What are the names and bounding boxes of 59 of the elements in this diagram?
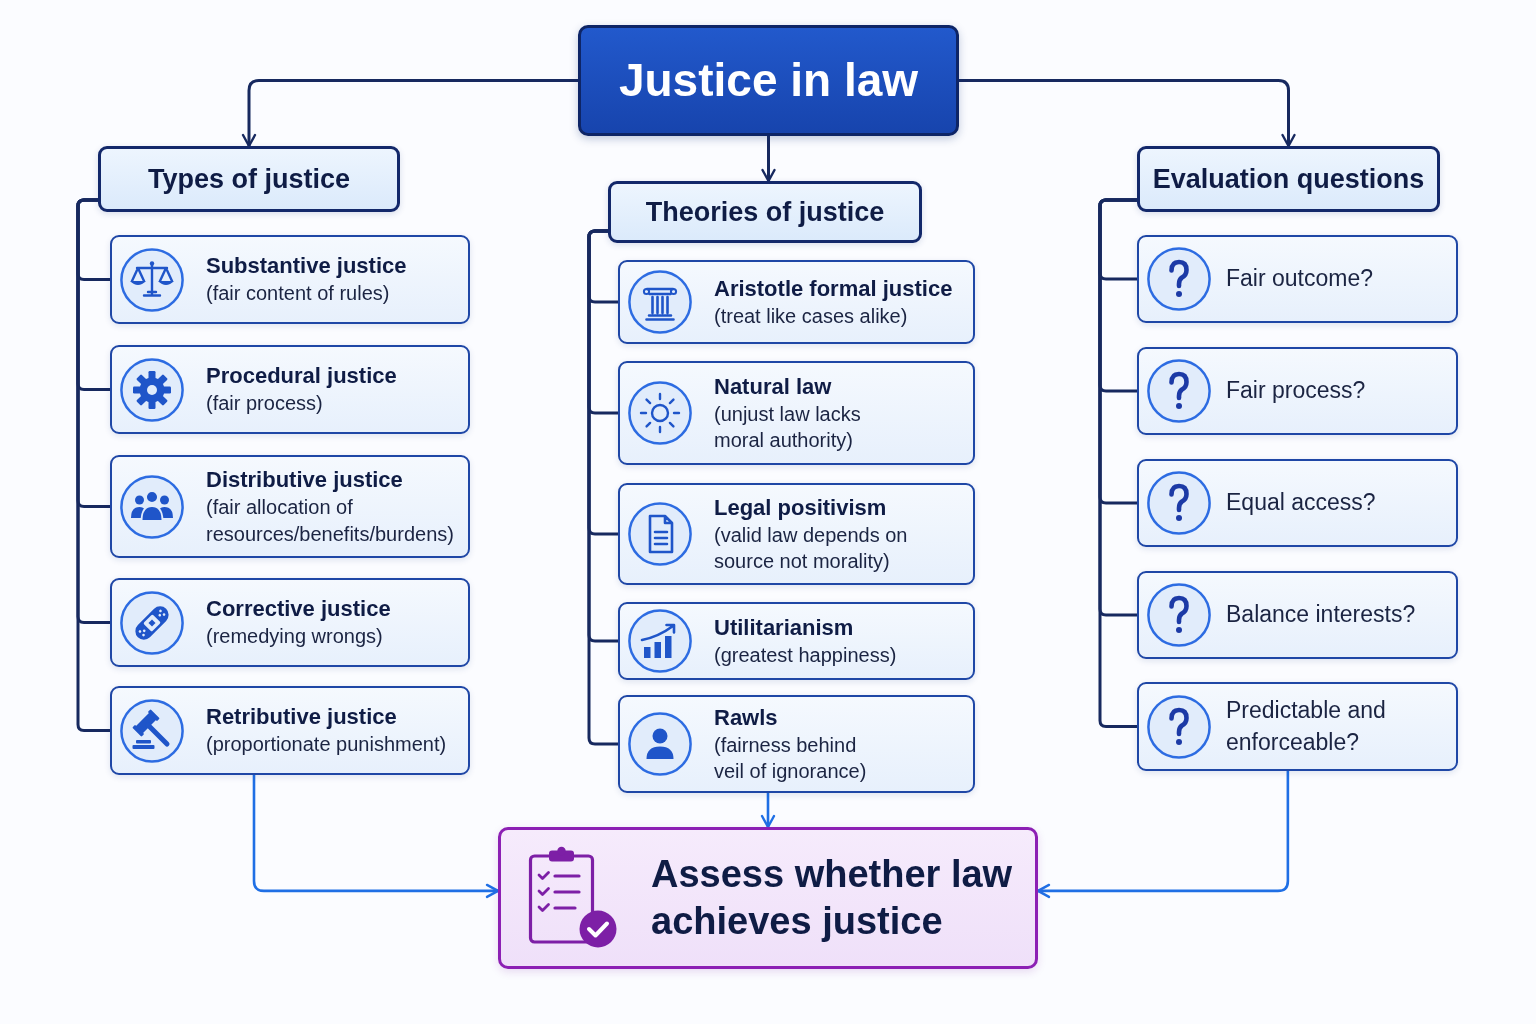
topic-box bbox=[578, 25, 959, 136]
connector-line bbox=[587, 229, 618, 746]
category-box bbox=[98, 146, 400, 212]
category-title: Theories of justice bbox=[645, 195, 885, 229]
concept-description: (remedying wrongs) bbox=[206, 624, 384, 650]
concept-name: Retributive justice bbox=[206, 703, 398, 732]
concept-name: Distributive justice bbox=[206, 466, 404, 495]
concept-name: Aristotle formal justice bbox=[714, 274, 953, 303]
outcome-text: Assess whether law achieves justice bbox=[651, 851, 1014, 944]
arrow bbox=[959, 79, 1296, 148]
connector-line bbox=[76, 198, 110, 732]
concept-card bbox=[110, 455, 470, 558]
concept-description: (fairness behind veil of ignorance) bbox=[714, 732, 868, 785]
concept-card bbox=[618, 695, 975, 793]
category-box bbox=[608, 181, 922, 243]
concept-description: (unjust law lacks moral authority) bbox=[714, 401, 862, 454]
question-text: Predictable and enforceable? bbox=[1226, 696, 1387, 757]
concept-name: Utilitarianism bbox=[714, 613, 855, 642]
concept-card bbox=[110, 235, 470, 324]
concept-name: Procedural justice bbox=[206, 362, 397, 391]
category-box bbox=[1137, 146, 1440, 212]
concept-description: (greatest happiness) bbox=[714, 642, 897, 668]
arrow bbox=[1036, 771, 1290, 899]
concept-description: (fair content of rules) bbox=[206, 281, 391, 307]
topic-title: Justice in law bbox=[618, 52, 919, 108]
outcome-box bbox=[498, 827, 1038, 969]
concept-card bbox=[618, 260, 975, 344]
concept-card bbox=[618, 483, 975, 585]
question-card bbox=[1137, 235, 1458, 323]
concept-name: Legal positivism bbox=[714, 493, 888, 522]
question-card bbox=[1137, 571, 1458, 659]
question-text: Equal access? bbox=[1226, 488, 1376, 518]
arrow bbox=[241, 79, 578, 148]
concept-name: Substantive justice bbox=[206, 252, 407, 281]
category-title: Types of justice bbox=[147, 162, 351, 196]
concept-card bbox=[618, 602, 975, 680]
question-card bbox=[1137, 459, 1458, 547]
concept-name: Rawls bbox=[714, 703, 779, 732]
question-card bbox=[1137, 682, 1458, 771]
concept-card bbox=[110, 686, 470, 775]
concept-description: (treat like cases alike) bbox=[714, 303, 909, 329]
concept-description: (valid law depends on source not morality) bbox=[714, 522, 909, 575]
concept-name: Corrective justice bbox=[206, 595, 391, 624]
concept-card bbox=[110, 578, 470, 667]
question-text: Fair outcome? bbox=[1226, 264, 1373, 294]
category-title: Evaluation questions bbox=[1152, 162, 1425, 196]
arrow bbox=[760, 793, 776, 829]
question-card bbox=[1137, 347, 1458, 435]
concept-description: (fair allocation of resources/benefits/burdens) bbox=[206, 495, 455, 547]
concept-card bbox=[110, 345, 470, 434]
concept-card bbox=[618, 361, 975, 465]
question-text: Fair process? bbox=[1226, 376, 1366, 406]
arrow bbox=[761, 136, 776, 183]
concept-description: (proportionate punishment) bbox=[206, 732, 447, 758]
connector-line bbox=[1098, 198, 1137, 728]
concept-name: Natural law bbox=[714, 372, 833, 401]
question-text: Balance interests? bbox=[1226, 600, 1416, 630]
concept-description: (fair process) bbox=[206, 391, 324, 417]
arrow bbox=[252, 775, 500, 899]
